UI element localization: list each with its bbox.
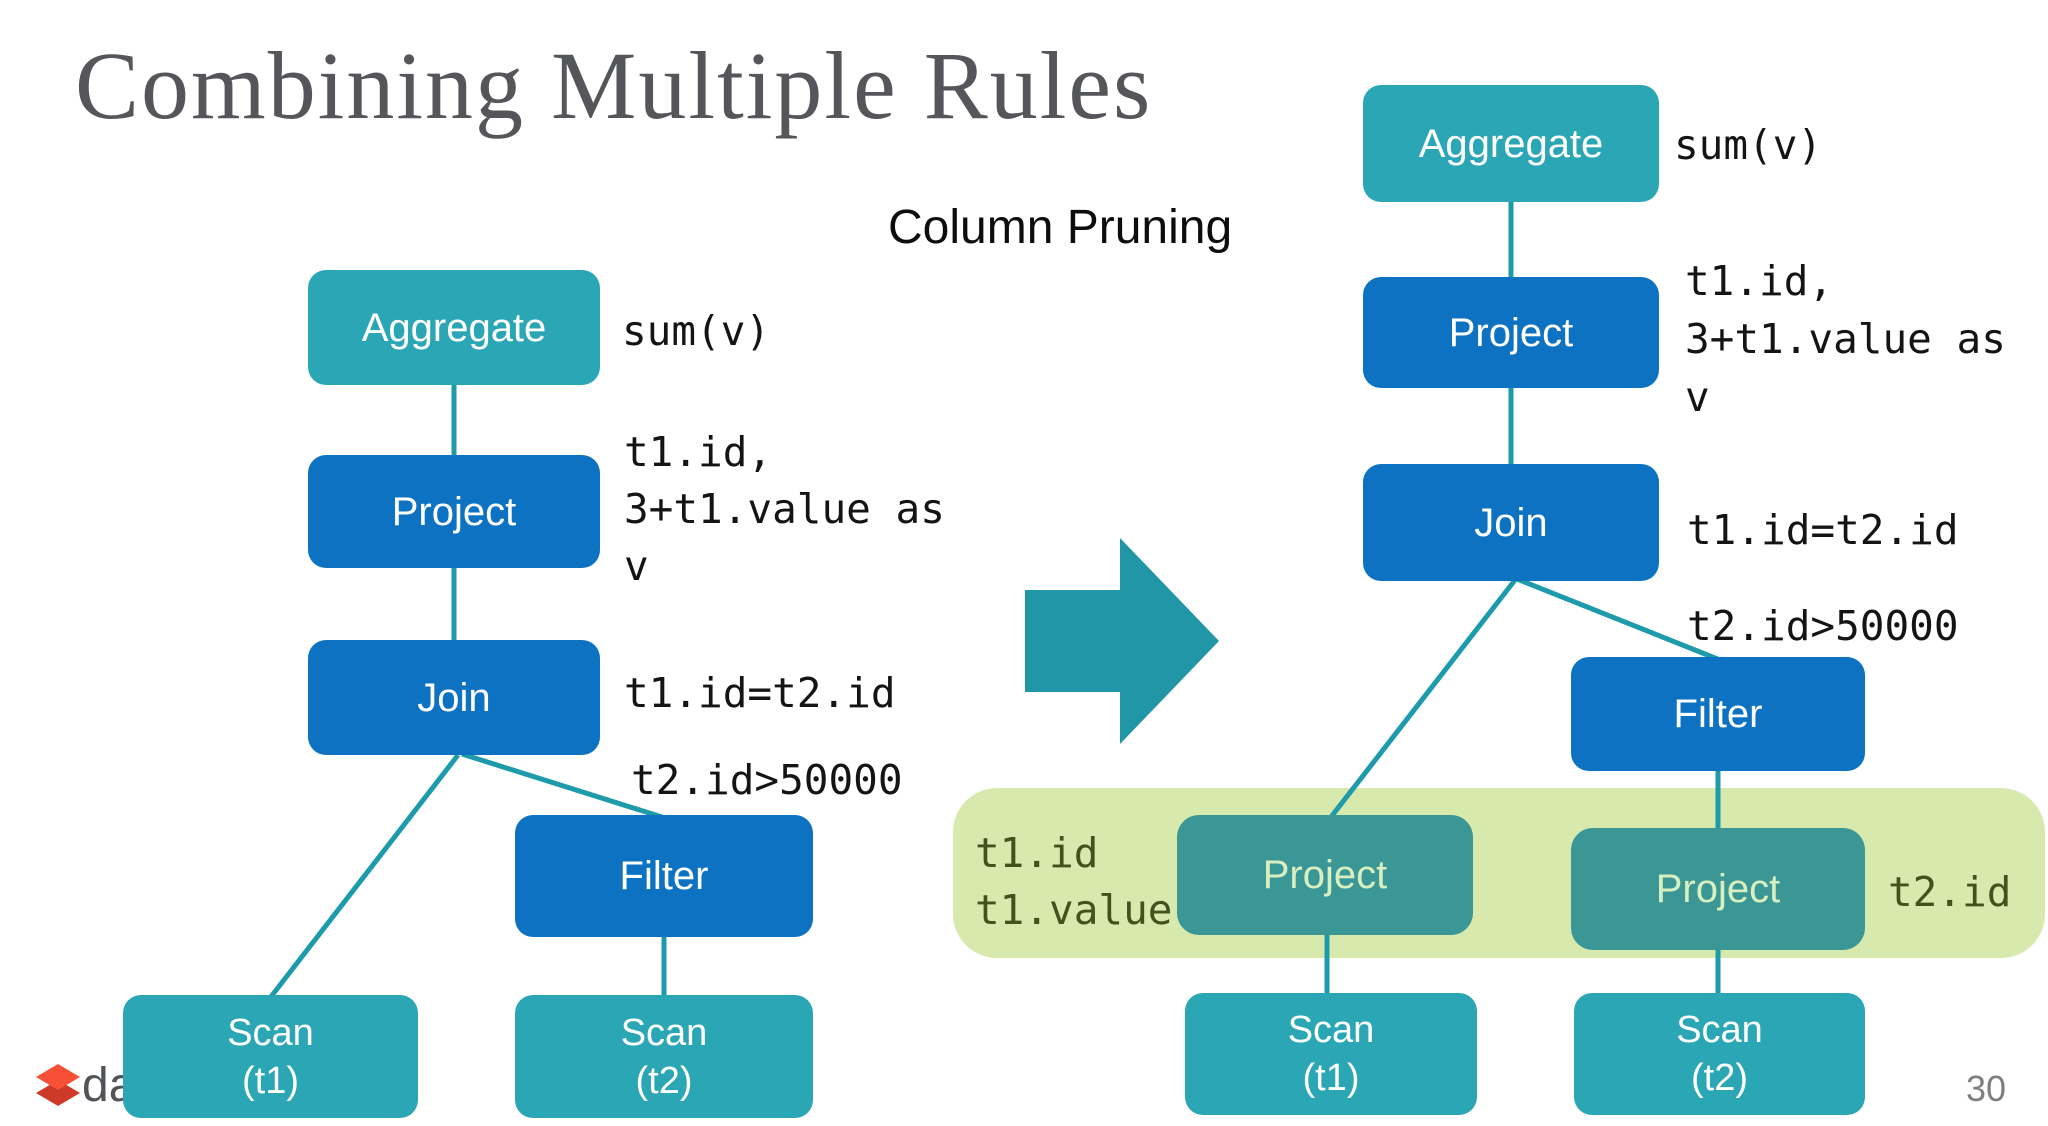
pruned-project-t1-annotation: t1.id t1.value [975,829,1173,934]
right-aggregate-node: Aggregate [1363,85,1659,202]
connector-line [461,751,666,821]
right-project-node: Project [1363,277,1659,388]
left-filter-node: Filter [515,815,813,937]
right-project-annotation: t1.id, 3+t1.value as v [1685,257,2006,421]
pruned-project-t1-node: Project [1177,815,1473,935]
left-aggregate-annotation: sum(v) [622,307,771,355]
transform-arrow-icon [1025,538,1219,744]
right-aggregate-annotation: sum(v) [1674,121,1823,169]
right-scan-t2-node: Scan (t2) [1574,993,1865,1115]
connector-line [268,753,460,1000]
right-filter-node: Filter [1571,657,1865,771]
right-join-annotation: t1.id=t2.id [1687,506,1959,554]
rule-name-label: Column Pruning [888,201,1233,254]
pruned-project-t2-node: Project [1571,828,1865,950]
left-scan-t1-node: Scan (t1) [123,995,418,1118]
left-aggregate-node: Aggregate [308,270,600,385]
left-scan-t2-node: Scan (t2) [515,995,813,1118]
connector-line [1329,578,1517,819]
connector-line [1516,576,1721,663]
left-join-annotation: t1.id=t2.id [624,669,896,717]
page-title: Combining Multiple Rules [75,32,1153,139]
left-project-node: Project [308,455,600,568]
right-join-node: Join [1363,464,1659,581]
right-filter-annotation: t2.id>50000 [1687,602,1959,650]
left-filter-annotation: t2.id>50000 [631,756,903,804]
pruned-project-t2-annotation: t2.id [1888,868,2012,916]
right-scan-t1-node: Scan (t1) [1185,993,1477,1115]
left-project-annotation: t1.id, 3+t1.value as v [624,428,945,590]
left-join-node: Join [308,640,600,755]
page-number: 30 [1966,1068,2007,1109]
